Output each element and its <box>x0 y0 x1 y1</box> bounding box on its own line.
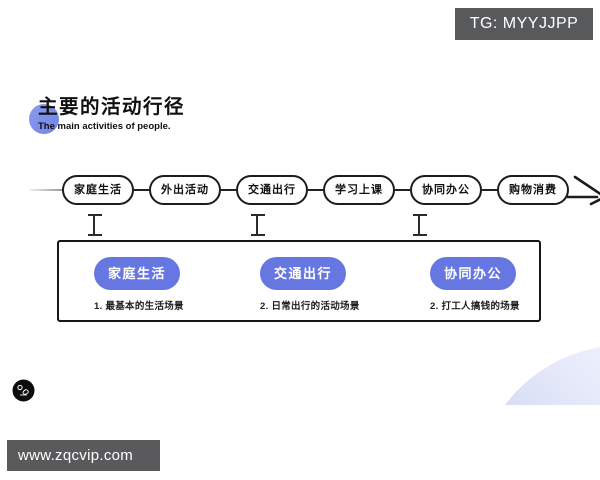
detail-item: 家庭生活 1. 最基本的生活场景 <box>94 257 184 312</box>
timeline-connector <box>308 188 323 192</box>
detail-description: 1. 最基本的生活场景 <box>94 301 184 312</box>
slide-area <box>475 345 600 405</box>
detail-box: 家庭生活 1. 最基本的生活场景 交通出行 2. 日常出行的活动场景 协同办公 … <box>57 240 541 322</box>
slide-header: 主要的活动行径 The main activities of people. <box>29 90 186 134</box>
detail-description: 2. 日常出行的活动场景 <box>260 301 360 312</box>
timeline-node: 交通出行 <box>236 175 308 205</box>
detail-pill: 协同办公 <box>430 257 517 290</box>
telegram-watermark-badge: TG: MYYJJPP <box>455 8 593 40</box>
brand-logo-icon <box>12 379 35 402</box>
timeline-arrow-icon <box>567 175 600 206</box>
timeline-connector <box>134 188 149 192</box>
drop-connector <box>251 214 265 236</box>
detail-item: 协同办公 2. 打工人搞钱的场景 <box>430 257 520 312</box>
timeline-node: 购物消费 <box>497 175 569 205</box>
page-subtitle: The main activities of people. <box>38 121 171 132</box>
decorative-corner-circle <box>475 345 600 405</box>
drop-connector <box>413 214 427 236</box>
drop-connector <box>88 214 102 236</box>
timeline-connector <box>395 188 410 192</box>
timeline-node: 协同办公 <box>410 175 482 205</box>
page-title: 主要的活动行径 <box>38 96 186 118</box>
timeline-connector <box>221 188 236 192</box>
timeline-lead-line <box>30 189 62 191</box>
site-watermark: www.zqcvip.com <box>7 440 160 471</box>
detail-item: 交通出行 2. 日常出行的活动场景 <box>260 257 360 312</box>
timeline-node: 学习上课 <box>323 175 395 205</box>
detail-pill: 家庭生活 <box>94 257 181 290</box>
timeline-node: 家庭生活 <box>62 175 134 205</box>
timeline-connector <box>482 188 497 192</box>
title-accent-dot <box>29 104 59 134</box>
timeline-node: 外出活动 <box>149 175 221 205</box>
detail-description: 2. 打工人搞钱的场景 <box>430 301 520 312</box>
detail-pill: 交通出行 <box>260 257 347 290</box>
activity-timeline: 家庭生活 外出活动 交通出行 学习上课 协同办公 购物消费 <box>30 174 600 206</box>
